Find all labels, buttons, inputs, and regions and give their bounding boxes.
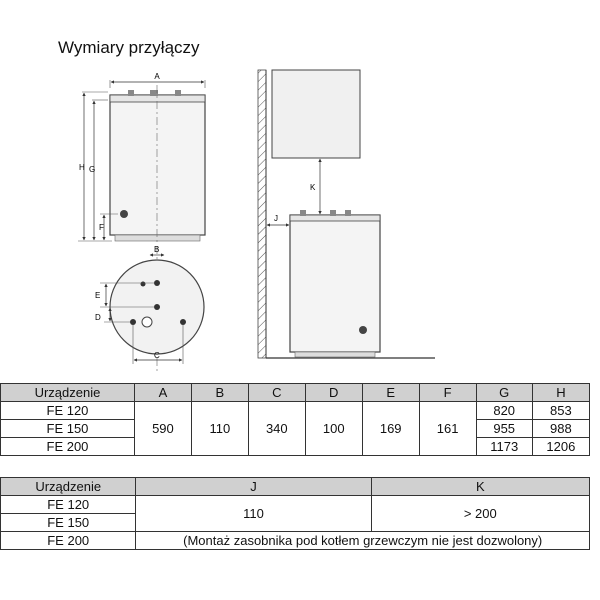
label-B: B xyxy=(154,245,159,254)
value-G: 820 xyxy=(475,401,533,420)
model-cell: FE 150 xyxy=(0,419,135,438)
label-D: D xyxy=(95,313,101,322)
installation-side-view: K J xyxy=(257,69,435,359)
model-cell: FE 120 xyxy=(0,401,135,420)
value-K: > 200 xyxy=(370,495,591,532)
mounting-note: (Montaż zasobnika pod kotłem grzewczym n… xyxy=(135,531,590,550)
header-K: K xyxy=(370,477,591,496)
header-H: H xyxy=(531,383,591,402)
model-cell: FE 150 xyxy=(0,513,137,532)
value-H: 988 xyxy=(531,419,591,438)
connection-dimensions-drawing: A H G F B E D C xyxy=(78,69,435,372)
tank-top-view: B E D C xyxy=(95,245,205,372)
value-F: 161 xyxy=(418,401,477,456)
model-cell: FE 200 xyxy=(0,437,135,456)
value-E: 169 xyxy=(361,401,420,456)
header-D: D xyxy=(304,383,363,402)
value-H: 1206 xyxy=(531,437,591,456)
value-H: 853 xyxy=(531,401,591,420)
header-E: E xyxy=(361,383,420,402)
page-title: Wymiary przyłączy xyxy=(58,38,200,57)
label-G: G xyxy=(89,165,95,174)
value-D: 100 xyxy=(304,401,363,456)
label-K: K xyxy=(310,183,316,192)
label-J: J xyxy=(274,214,278,223)
model-cell: FE 200 xyxy=(0,531,137,550)
label-F: F xyxy=(99,223,104,232)
header-device: Urządzenie xyxy=(0,477,137,496)
value-C: 340 xyxy=(247,401,306,456)
dimensions-table: Urządzenie A B C D E F G H FE 120 590 11… xyxy=(0,383,591,456)
header-J: J xyxy=(135,477,372,496)
model-cell: FE 120 xyxy=(0,495,137,514)
header-A: A xyxy=(133,383,192,402)
value-B: 110 xyxy=(190,401,249,456)
header-B: B xyxy=(190,383,249,402)
header-F: F xyxy=(418,383,477,402)
label-A: A xyxy=(154,72,160,81)
label-C: C xyxy=(154,351,160,360)
label-E: E xyxy=(95,291,100,300)
tank-front-view: A H G F xyxy=(78,72,206,245)
mounting-distance-table: Urządzenie J K FE 120 110 > 200 FE 150 F… xyxy=(0,477,591,550)
value-A: 590 xyxy=(133,401,192,456)
header-C: C xyxy=(247,383,306,402)
value-J: 110 xyxy=(135,495,372,532)
label-H: H xyxy=(79,163,85,172)
header-device: Urządzenie xyxy=(0,383,135,402)
value-G: 1173 xyxy=(475,437,533,456)
value-G: 955 xyxy=(475,419,533,438)
header-G: G xyxy=(475,383,533,402)
